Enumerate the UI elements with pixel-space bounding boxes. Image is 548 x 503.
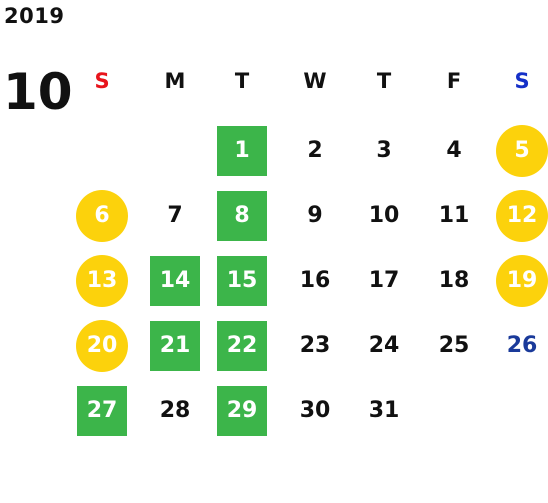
day-7[interactable]: 7 <box>167 203 183 228</box>
day-31[interactable]: 31 <box>368 398 400 423</box>
day-30[interactable]: 30 <box>299 398 331 423</box>
day-23[interactable]: 23 <box>299 333 331 358</box>
day-22[interactable]: 22 <box>217 321 267 371</box>
day-18[interactable]: 18 <box>438 268 470 293</box>
day-27[interactable]: 27 <box>77 386 127 436</box>
day-2[interactable]: 2 <box>307 138 323 163</box>
day-24[interactable]: 24 <box>368 333 400 358</box>
weekday-header-tue: T <box>234 69 250 93</box>
day-26[interactable]: 26 <box>506 333 538 358</box>
day-8[interactable]: 8 <box>217 191 267 241</box>
day-10[interactable]: 10 <box>368 203 400 228</box>
day-29[interactable]: 29 <box>217 386 267 436</box>
day-17[interactable]: 17 <box>368 268 400 293</box>
year-label: 2019 <box>4 4 65 28</box>
day-4[interactable]: 4 <box>446 138 462 163</box>
day-28[interactable]: 28 <box>159 398 191 423</box>
day-11[interactable]: 11 <box>438 203 470 228</box>
weekday-header-sun: S <box>94 69 110 93</box>
day-3[interactable]: 3 <box>376 138 392 163</box>
weekday-header-wed: W <box>303 69 327 93</box>
day-14[interactable]: 14 <box>150 256 200 306</box>
weekday-header-sat: S <box>514 69 530 93</box>
day-21[interactable]: 21 <box>150 321 200 371</box>
day-13[interactable]: 13 <box>76 255 128 307</box>
day-16[interactable]: 16 <box>299 268 331 293</box>
weekday-header-mon: M <box>164 69 186 93</box>
weekday-header-thu: T <box>376 69 392 93</box>
day-12[interactable]: 12 <box>496 190 548 242</box>
day-6[interactable]: 6 <box>76 190 128 242</box>
day-20[interactable]: 20 <box>76 320 128 372</box>
day-19[interactable]: 19 <box>496 255 548 307</box>
day-15[interactable]: 15 <box>217 256 267 306</box>
day-25[interactable]: 25 <box>438 333 470 358</box>
day-1[interactable]: 1 <box>217 126 267 176</box>
weekday-header-fri: F <box>446 69 462 93</box>
day-5[interactable]: 5 <box>496 125 548 177</box>
month-number: 10 <box>3 63 73 121</box>
day-9[interactable]: 9 <box>307 203 323 228</box>
